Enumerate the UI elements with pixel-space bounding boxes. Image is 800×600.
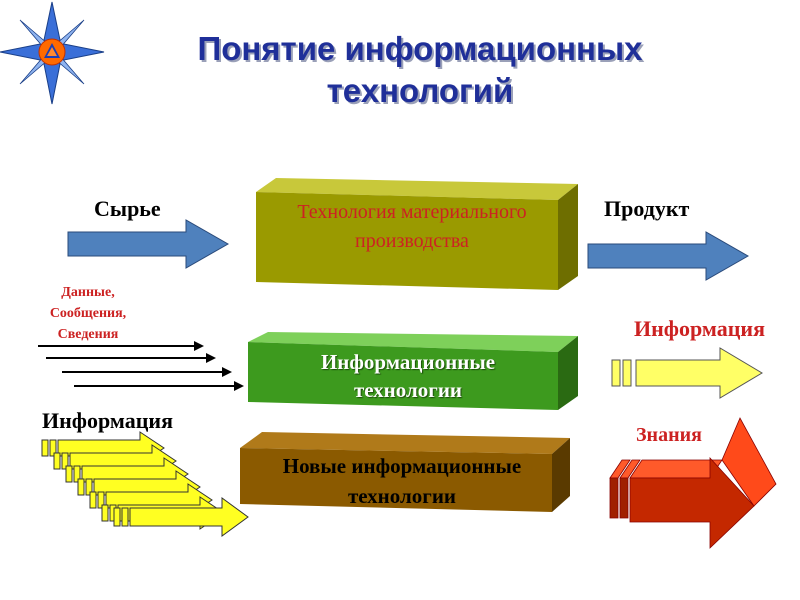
information-input-label: Информация bbox=[42, 408, 174, 433]
page-title: Понятие информационных технологий bbox=[197, 30, 643, 109]
information-input-arrows bbox=[41, 431, 249, 537]
data-arrows bbox=[38, 341, 244, 391]
product-label: Продукт bbox=[604, 196, 690, 221]
material-production-box bbox=[256, 178, 578, 290]
raw-material-label: Сырье bbox=[94, 196, 161, 221]
new-information-technologies-box bbox=[240, 432, 570, 512]
information-technologies-box bbox=[248, 332, 578, 410]
material-production-text: Технология материального производства bbox=[297, 201, 527, 252]
product-arrow bbox=[587, 231, 750, 281]
knowledge-output-arrow bbox=[609, 417, 777, 549]
data-messages-label: Данные, Сообщения, Сведения bbox=[49, 285, 127, 342]
raw-material-arrow bbox=[67, 219, 230, 269]
information-technologies-text: Информационные технологии bbox=[320, 350, 496, 402]
compass-emblem-icon bbox=[0, 1, 105, 105]
knowledge-label: Знания bbox=[636, 424, 702, 446]
information-output-label: Информация bbox=[634, 316, 766, 341]
new-information-technologies-text: Новые информационные технологии bbox=[282, 454, 522, 508]
information-output-arrow bbox=[611, 347, 763, 399]
